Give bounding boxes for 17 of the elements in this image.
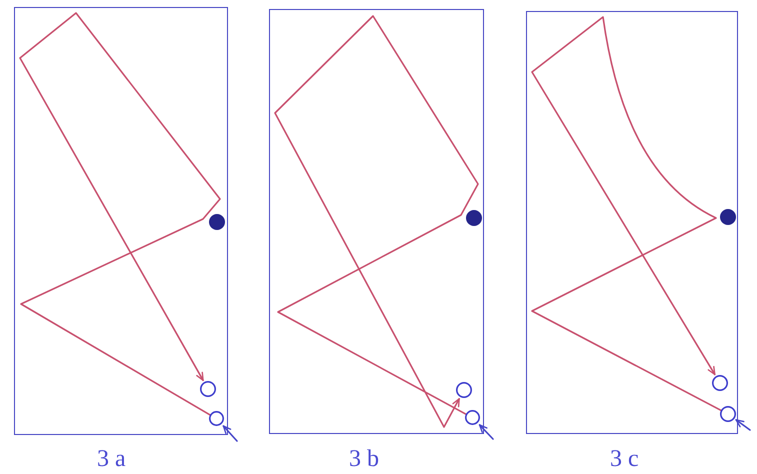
figure-caption: 3 c bbox=[610, 447, 639, 471]
cue-arrow bbox=[735, 419, 751, 431]
open-ball bbox=[200, 380, 216, 396]
figure-caption: 3 b bbox=[349, 447, 379, 471]
billiard-table bbox=[526, 11, 738, 434]
cue-arrow bbox=[478, 424, 494, 440]
cue-arrow bbox=[222, 425, 238, 442]
ball-path-arrow bbox=[531, 16, 722, 412]
open-ball bbox=[465, 410, 480, 425]
open-ball bbox=[209, 411, 224, 426]
figure-caption: 3 a bbox=[97, 447, 126, 471]
filled-ball bbox=[208, 214, 224, 230]
filled-ball bbox=[466, 210, 482, 226]
open-ball bbox=[456, 382, 472, 398]
filled-ball bbox=[720, 208, 736, 224]
open-ball bbox=[712, 374, 728, 390]
open-ball bbox=[720, 406, 736, 422]
